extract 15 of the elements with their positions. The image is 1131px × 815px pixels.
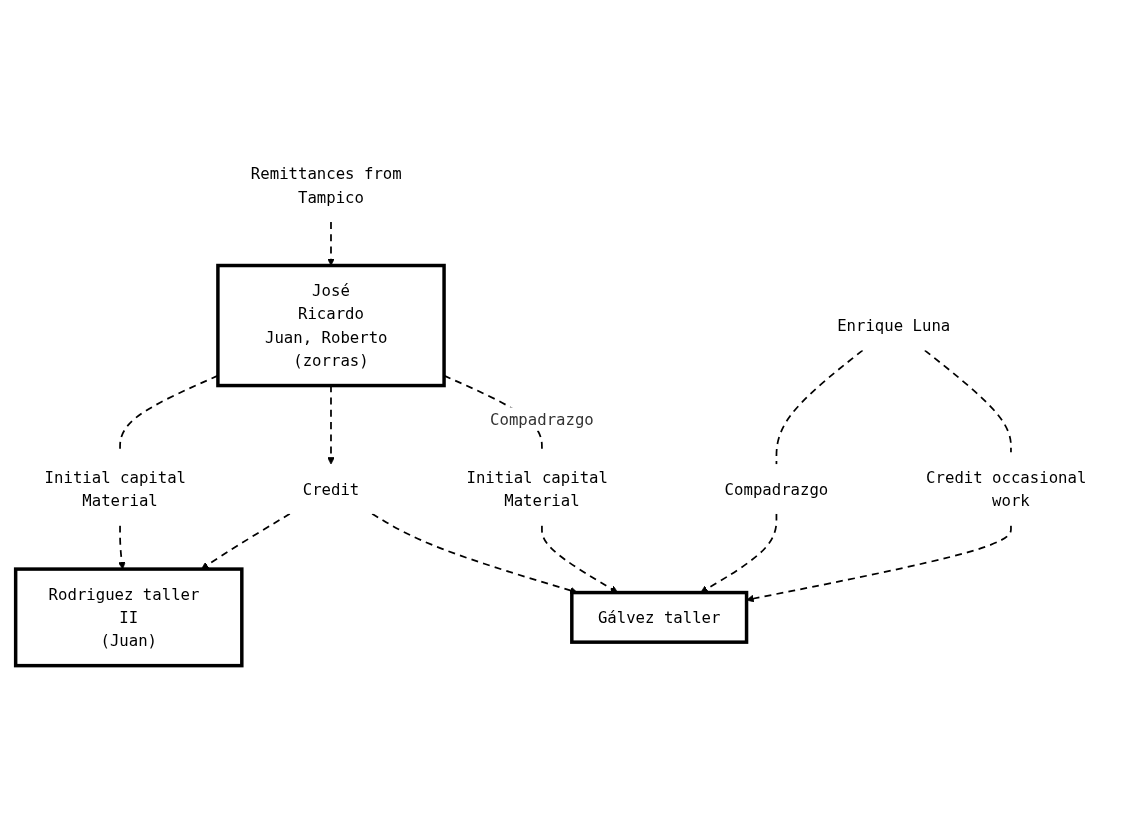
node-text: Compadrazgo bbox=[724, 480, 829, 499]
node-text: Initial capital Material bbox=[466, 468, 608, 511]
node-text: Credit bbox=[302, 480, 360, 499]
connector bbox=[923, 349, 1012, 454]
arrow bbox=[201, 513, 291, 570]
node-text: Credit occasional work bbox=[926, 468, 1087, 511]
node-text: Remittances from Tampico bbox=[250, 164, 402, 207]
node-text: Initial capital Material bbox=[44, 468, 187, 511]
node-text: Enrique Luna bbox=[837, 316, 951, 335]
node-box: Gálvez taller bbox=[570, 591, 749, 645]
node-box: Rodriguez taller II (Juan) bbox=[13, 567, 244, 668]
node-box: José Ricardo Juan, Roberto (zorras) bbox=[216, 264, 446, 388]
arrow bbox=[118, 524, 126, 570]
edge-label: Compadrazgo bbox=[490, 410, 594, 429]
connector bbox=[775, 349, 864, 466]
